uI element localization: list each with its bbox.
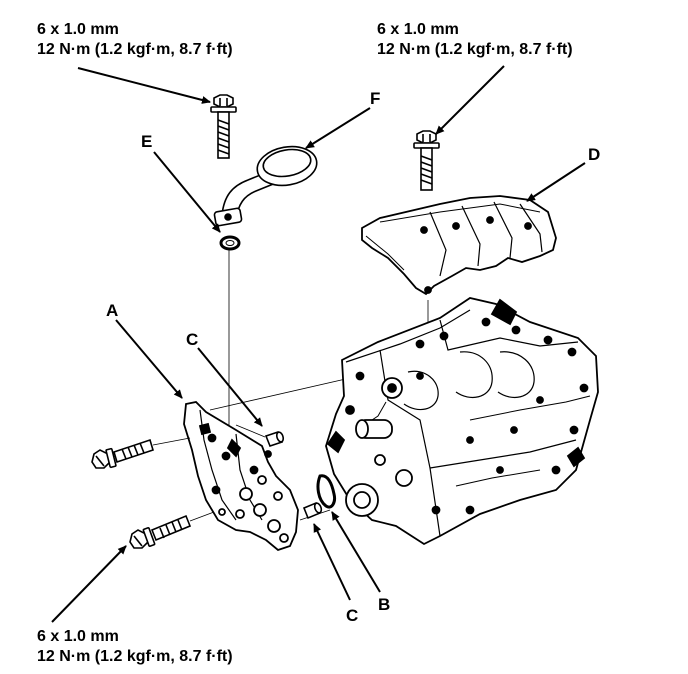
- spec-size: 6 x 1.0 mm: [37, 628, 119, 645]
- spec-size: 6 x 1.0 mm: [37, 21, 119, 38]
- torque-spec-bottom-left: 6 x 1.0 mm 12 N·m (1.2 kgf·m, 8.7 f·ft): [37, 627, 233, 667]
- dowel-pin-lower-icon: [302, 501, 323, 520]
- bolt-pump-lower-icon: [129, 514, 192, 549]
- spec-torque: 12 N·m (1.2 kgf·m, 8.7 f·ft): [37, 648, 233, 665]
- bolt-upper-leader: [152, 437, 191, 446]
- bolt-lower-leader: [189, 511, 215, 522]
- gasket-icon: [316, 474, 336, 509]
- engine-block-icon: [325, 297, 599, 546]
- bolt-pump-upper-icon: [91, 438, 154, 469]
- dowel-pin-upper-icon: [264, 431, 285, 447]
- torque-spec-top-right: 6 x 1.0 mm 12 N·m (1.2 kgf·m, 8.7 f·ft): [377, 20, 573, 60]
- bolt-dipstick-icon: [210, 94, 237, 159]
- baffle-plate-icon: [361, 195, 557, 296]
- callout-a: A: [106, 301, 119, 320]
- torque-spec-top-left: 6 x 1.0 mm 12 N·m (1.2 kgf·m, 8.7 f·ft): [37, 20, 233, 60]
- spec-torque: 12 N·m (1.2 kgf·m, 8.7 f·ft): [377, 41, 573, 58]
- callout-e: E: [141, 132, 153, 151]
- oil-pump-icon: [183, 401, 299, 552]
- bolt-baffle-icon: [413, 130, 440, 191]
- callout-f: F: [370, 89, 381, 108]
- spec-size: 6 x 1.0 mm: [377, 21, 459, 38]
- callout-c-upper: C: [186, 330, 199, 349]
- spec-torque: 12 N·m (1.2 kgf·m, 8.7 f·ft): [37, 41, 233, 58]
- callout-b: B: [378, 595, 391, 614]
- callout-d: D: [588, 145, 601, 164]
- callout-c-lower: C: [346, 606, 359, 625]
- callout-arrows: [51, 65, 586, 623]
- o-ring-icon: [219, 235, 241, 251]
- dipstick-tube-icon: [213, 145, 318, 227]
